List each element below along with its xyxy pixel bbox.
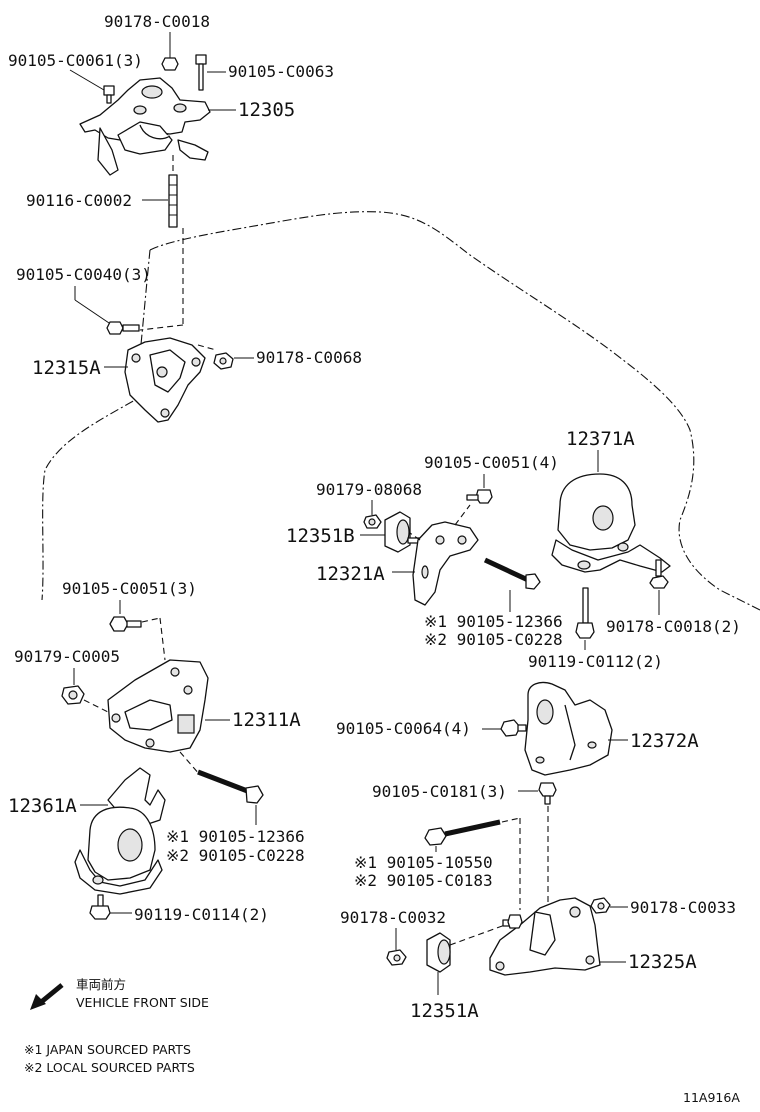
bolt-icon <box>89 894 111 920</box>
nut-icon <box>213 352 234 370</box>
legend-direction-en: VEHICLE FRONT SIDE <box>76 995 209 1010</box>
label-90105-12366-right: ※1 90105-12366 <box>424 612 563 631</box>
label-90105-C0051-4: 90105-C0051(4) <box>424 453 559 472</box>
nut-icon <box>61 685 85 705</box>
label-12311A: 12311A <box>232 709 301 731</box>
label-90105-C0183: ※2 90105-C0183 <box>354 871 493 890</box>
bolt-icon <box>575 587 595 639</box>
bushing-12351B[interactable] <box>384 511 421 553</box>
bracket-12321A[interactable] <box>412 521 479 606</box>
label-90179-C0005: 90179-C0005 <box>14 647 120 666</box>
long-bolt-icon <box>483 557 541 590</box>
label-12351A: 12351A <box>410 1000 479 1022</box>
label-90178-C0033: 90178-C0033 <box>630 898 736 917</box>
engine-mount-12371A[interactable] <box>551 473 671 573</box>
label-90105-C0040: 90105-C0040(3) <box>16 265 151 284</box>
bracket-12325A[interactable] <box>489 897 601 976</box>
label-12321A: 12321A <box>316 563 385 585</box>
long-bolt-icon <box>197 769 264 804</box>
label-12325A: 12325A <box>628 951 697 973</box>
label-90178-C0068: 90178-C0068 <box>256 348 362 367</box>
label-90105-C0061: 90105-C0061(3) <box>8 51 143 70</box>
mount-bracket-12305[interactable] <box>79 77 211 176</box>
label-90119-C0112: 90119-C0112(2) <box>528 652 663 671</box>
label-12351B: 12351B <box>286 525 355 547</box>
label-12305: 12305 <box>238 99 295 121</box>
label-12372A: 12372A <box>630 730 699 752</box>
label-90105-10550: ※1 90105-10550 <box>354 853 493 872</box>
bolt-icon <box>109 616 142 632</box>
label-90105-C0063: 90105-C0063 <box>228 62 334 81</box>
engine-mount-12361A[interactable] <box>74 767 166 895</box>
bracket-12311A[interactable] <box>107 659 209 753</box>
label-12361A: 12361A <box>8 795 77 817</box>
label-12315A: 12315A <box>32 357 101 379</box>
diagram-code: 11A916A <box>683 1090 740 1105</box>
bolt-icon <box>106 321 140 335</box>
engine-body-outline <box>41 211 760 611</box>
bolt-icon <box>502 914 523 929</box>
legend-note-local: ※2 LOCAL SOURCED PARTS <box>24 1060 195 1075</box>
label-90105-C0228-right: ※2 90105-C0228 <box>424 630 563 649</box>
mount-bracket-12315A[interactable] <box>124 337 206 423</box>
nut-icon <box>363 514 382 529</box>
nut-icon <box>649 559 669 589</box>
legend-direction-jp: 車両前方 <box>76 977 126 992</box>
bushing-12351A[interactable] <box>426 932 451 973</box>
front-direction-arrow-icon <box>30 983 64 1010</box>
bolt-icon <box>500 719 527 737</box>
label-90119-C0114: 90119-C0114(2) <box>134 905 269 924</box>
label-90178-C0018-2: 90178-C0018(2) <box>606 617 741 636</box>
label-90105-C0064: 90105-C0064(4) <box>336 719 471 738</box>
label-90178-C0018-top: 90178-C0018 <box>104 12 210 31</box>
long-bolt-icon <box>424 819 501 846</box>
engine-mount-12372A[interactable] <box>524 681 613 776</box>
label-90178-C0032: 90178-C0032 <box>340 908 446 927</box>
bolt-icon <box>103 54 207 228</box>
bolt-icon <box>466 489 493 504</box>
label-90179-08068: 90179-08068 <box>316 480 422 499</box>
label-90105-C0051-3: 90105-C0051(3) <box>62 579 197 598</box>
label-12371A: 12371A <box>566 428 635 450</box>
label-90116-C0002: 90116-C0002 <box>26 191 132 210</box>
legend-note-japan: ※1 JAPAN SOURCED PARTS <box>24 1042 191 1057</box>
nut-icon <box>590 897 611 914</box>
bolt-icon <box>538 782 557 805</box>
label-90105-C0181: 90105-C0181(3) <box>372 782 507 801</box>
label-90105-12366-left: ※1 90105-12366 <box>166 827 305 846</box>
label-90105-C0228-left: ※2 90105-C0228 <box>166 846 305 865</box>
nut-icon <box>386 949 407 966</box>
